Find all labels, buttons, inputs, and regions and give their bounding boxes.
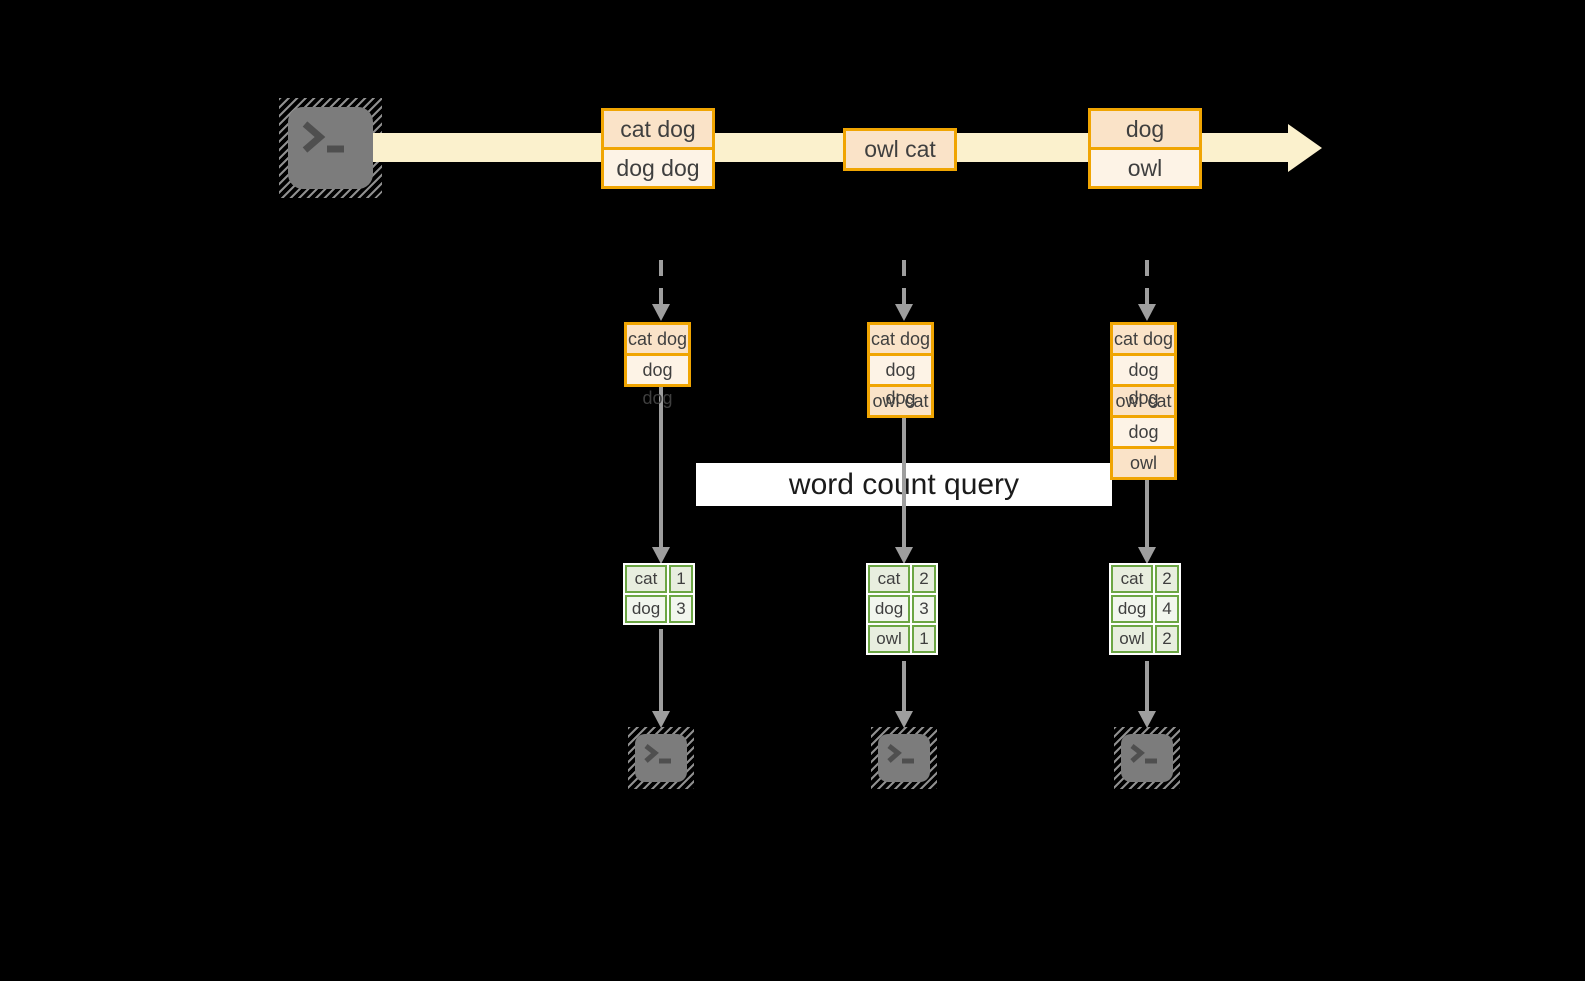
ingest-arrow-dashed-3 xyxy=(1145,260,1149,304)
stack-record: owl cat xyxy=(1110,384,1177,418)
table-cell-word: owl xyxy=(868,625,910,653)
stream-event-batch-1: cat dog dog dog xyxy=(601,108,715,189)
terminal-prompt-icon xyxy=(644,744,671,764)
record-stack-1: cat dog dog dog xyxy=(624,322,691,408)
ingest-arrowhead-2 xyxy=(895,304,913,321)
stack-record: cat dog xyxy=(624,322,691,356)
stream-record: cat dog xyxy=(601,108,715,150)
query-arrow-3 xyxy=(1145,480,1149,547)
stack-record: dog xyxy=(1110,415,1177,449)
stack-record: dog dog xyxy=(624,353,691,408)
result-table-1: cat 1 dog 3 xyxy=(623,563,695,625)
result-table-3: cat 2 dog 4 owl 2 xyxy=(1109,563,1181,655)
terminal-icon-body xyxy=(1121,734,1173,782)
query-arrow-1 xyxy=(659,387,663,547)
stack-record: owl xyxy=(1110,446,1177,480)
sink-terminal-icon-1 xyxy=(628,727,694,789)
terminal-prompt-icon xyxy=(887,744,914,764)
source-terminal-icon xyxy=(279,98,382,198)
result-table-2: cat 2 dog 3 owl 1 xyxy=(866,563,938,655)
ingest-arrowhead-1 xyxy=(652,304,670,321)
stream-event-batch-3: dog owl xyxy=(1088,108,1202,189)
query-arrowhead-3 xyxy=(1138,547,1156,564)
query-arrowhead-1 xyxy=(652,547,670,564)
stream-record: owl xyxy=(1088,147,1202,189)
table-cell-count: 4 xyxy=(1155,595,1179,623)
table-cell-word: dog xyxy=(1111,595,1153,623)
ingest-arrowhead-3 xyxy=(1138,304,1156,321)
record-stack-2: cat dog dog dog owl cat xyxy=(867,322,934,418)
table-cell-count: 2 xyxy=(912,565,936,593)
stream-record: dog dog xyxy=(601,147,715,189)
table-cell-count: 3 xyxy=(912,595,936,623)
table-cell-word: cat xyxy=(1111,565,1153,593)
output-arrowhead-2 xyxy=(895,711,913,728)
query-arrow-2 xyxy=(902,418,906,547)
table-cell-word: dog xyxy=(868,595,910,623)
stack-record: dog dog xyxy=(1110,353,1177,408)
output-arrow-2 xyxy=(902,661,906,711)
ingest-arrow-dashed-1 xyxy=(659,260,663,304)
sink-terminal-icon-3 xyxy=(1114,727,1180,789)
stack-record: owl cat xyxy=(867,384,934,418)
table-cell-word: cat xyxy=(868,565,910,593)
terminal-icon-body xyxy=(288,107,373,189)
terminal-icon-body xyxy=(878,734,930,782)
stream-record: owl cat xyxy=(843,128,957,171)
query-arrowhead-2 xyxy=(895,547,913,564)
output-arrowhead-3 xyxy=(1138,711,1156,728)
table-cell-word: dog xyxy=(625,595,667,623)
terminal-prompt-icon xyxy=(1130,744,1157,764)
table-cell-count: 3 xyxy=(669,595,693,623)
table-cell-count: 1 xyxy=(912,625,936,653)
output-arrowhead-1 xyxy=(652,711,670,728)
stream-arrowhead xyxy=(1288,124,1322,172)
terminal-icon-body xyxy=(635,734,687,782)
table-cell-count: 2 xyxy=(1155,625,1179,653)
table-cell-word: cat xyxy=(625,565,667,593)
record-stack-3: cat dog dog dog owl cat dog owl xyxy=(1110,322,1177,480)
table-cell-word: owl xyxy=(1111,625,1153,653)
stack-record: cat dog xyxy=(1110,322,1177,356)
stack-record: cat dog xyxy=(867,322,934,356)
sink-terminal-icon-2 xyxy=(871,727,937,789)
output-arrow-3 xyxy=(1145,661,1149,711)
stream-record: dog xyxy=(1088,108,1202,150)
ingest-arrow-dashed-2 xyxy=(902,260,906,304)
stream-event-batch-2: owl cat xyxy=(843,128,957,171)
terminal-prompt-icon xyxy=(302,121,344,153)
table-cell-count: 2 xyxy=(1155,565,1179,593)
stack-record: dog dog xyxy=(867,353,934,408)
output-arrow-1 xyxy=(659,629,663,711)
table-cell-count: 1 xyxy=(669,565,693,593)
